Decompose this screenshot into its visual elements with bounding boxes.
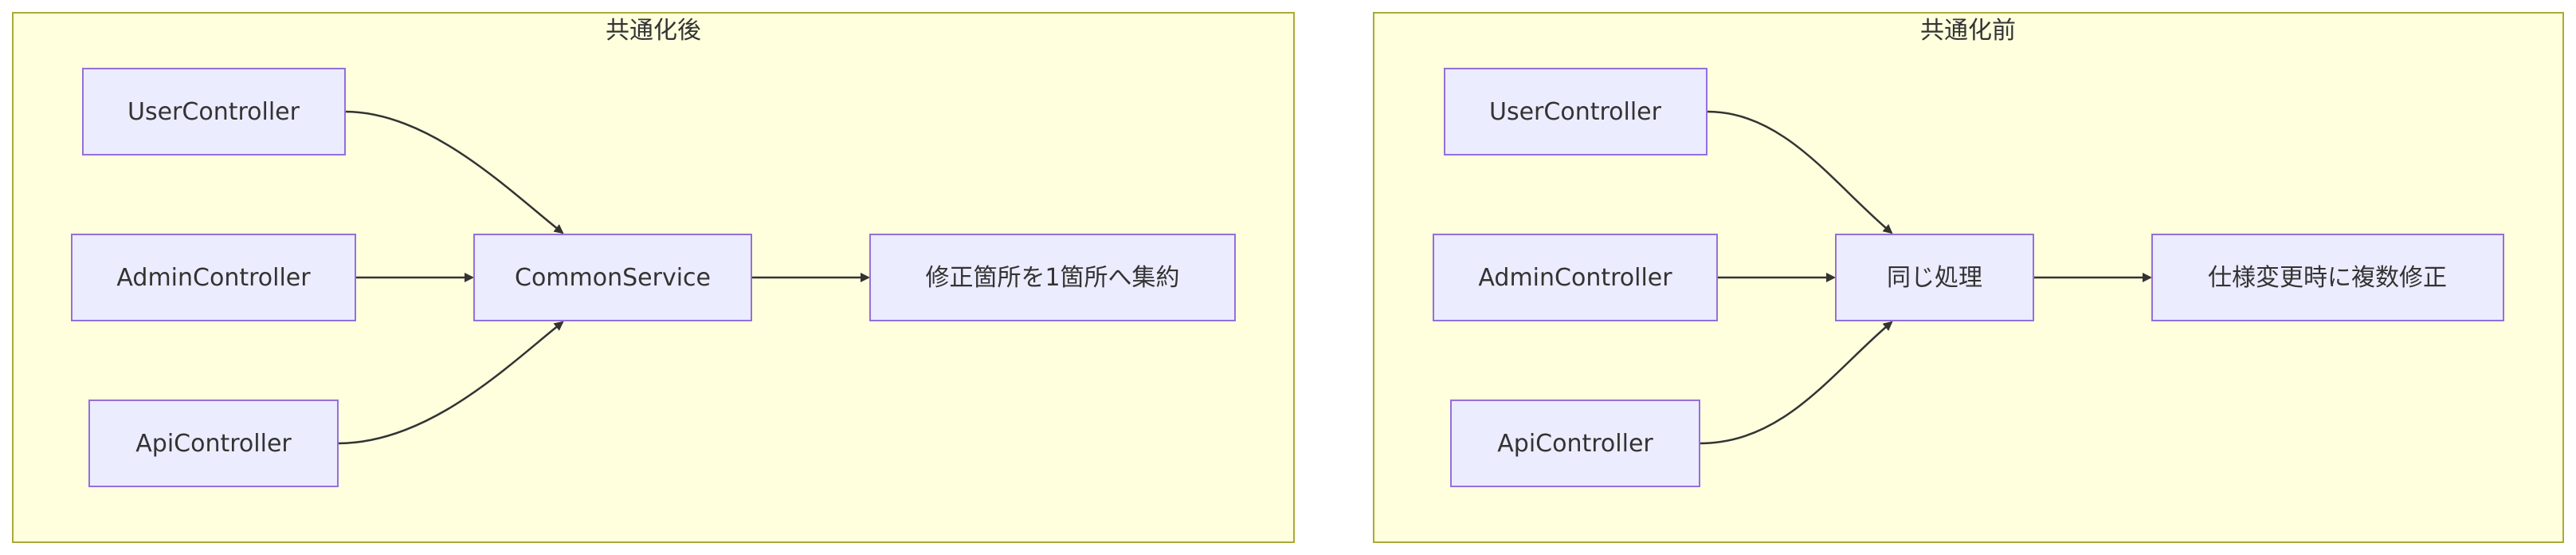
node-before-admin-label: AdminController — [1478, 264, 1672, 292]
node-after-admin-label: AdminController — [116, 264, 311, 292]
node-before-user: UserController — [1444, 68, 1708, 155]
node-before-same-label: 同じ処理 — [1887, 264, 1982, 292]
cluster-after-title: 共通化後 — [606, 17, 701, 45]
node-after-result-label: 修正箇所を1箇所へ集約 — [925, 264, 1179, 292]
node-after-admin: AdminController — [71, 234, 356, 321]
edge-before-api-same — [1699, 321, 1893, 445]
edge-after-api-common — [337, 321, 564, 445]
node-before-api-label: ApiController — [1497, 430, 1653, 458]
node-before-result: 仕様変更時に複数修正 — [2151, 234, 2504, 321]
cluster-after: 共通化後 UserController AdminController ApiC… — [12, 12, 1295, 543]
node-after-result: 修正箇所を1箇所へ集約 — [869, 234, 1236, 321]
node-after-api-label: ApiController — [135, 430, 292, 458]
node-after-api: ApiController — [88, 400, 339, 487]
node-before-user-label: UserController — [1489, 98, 1662, 126]
node-before-result-label: 仕様変更時に複数修正 — [2208, 264, 2447, 292]
cluster-before: 共通化前 UserController AdminController ApiC… — [1373, 12, 2564, 543]
cluster-before-title: 共通化前 — [1920, 17, 2016, 45]
node-after-user: UserController — [82, 68, 346, 155]
node-after-common: CommonService — [473, 234, 752, 321]
node-after-common-label: CommonService — [515, 264, 711, 292]
node-before-api: ApiController — [1450, 400, 1700, 487]
edge-after-user-common — [344, 110, 564, 234]
node-before-admin: AdminController — [1433, 234, 1718, 321]
node-after-user-label: UserController — [127, 98, 300, 126]
edge-before-user-same — [1706, 110, 1893, 234]
node-before-same: 同じ処理 — [1835, 234, 2034, 321]
